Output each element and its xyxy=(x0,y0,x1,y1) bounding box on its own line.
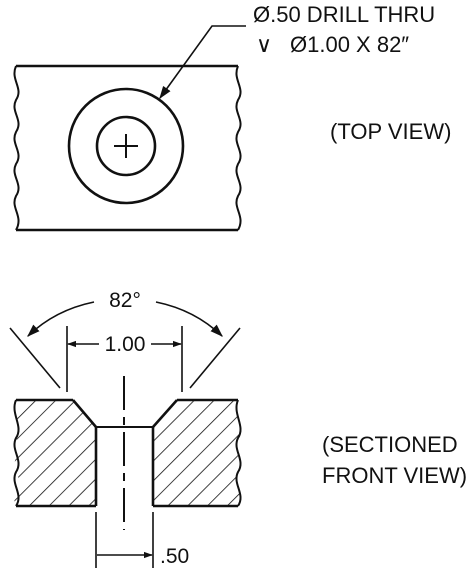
angle-extension-left xyxy=(9,327,61,389)
section-hatch-right xyxy=(153,400,241,506)
callout-line-2: Ø1.00 X 82″ xyxy=(290,32,409,57)
front-left-break-line xyxy=(13,399,20,507)
top-view-left-break-line xyxy=(13,65,20,231)
countersink-diameter-dimension: 1.00 xyxy=(66,326,183,392)
angle-extension-right xyxy=(189,327,241,389)
countersink-circle xyxy=(67,87,185,205)
top-view-right-break-line xyxy=(235,65,242,231)
hole-diameter-dimension: .50 xyxy=(95,512,189,568)
callout-leader-line xyxy=(159,25,246,100)
countersink-left-edge xyxy=(72,399,97,428)
angle-dimension: 82° xyxy=(9,289,241,389)
angle-arc-left xyxy=(27,301,95,337)
front-view xyxy=(13,376,242,530)
countersink-diameter-value: 1.00 xyxy=(105,333,146,356)
angle-arc-right xyxy=(155,301,223,337)
countersink-right-edge xyxy=(152,399,178,428)
front-view-label-line-2: FRONT VIEW) xyxy=(322,463,467,488)
top-view xyxy=(13,64,242,232)
section-hatch-left xyxy=(14,400,96,506)
angle-dimension-value: 82° xyxy=(109,289,141,312)
callout-line-1: Ø.50 DRILL THRU xyxy=(253,2,435,27)
drill-hole-circle xyxy=(95,115,157,177)
countersink-symbol-icon: ∨ xyxy=(256,32,272,57)
hole-callout: Ø.50 DRILL THRU ∨ Ø1.00 X 82″ xyxy=(159,2,435,100)
top-view-label: (TOP VIEW) xyxy=(330,119,451,144)
hole-diameter-value: .50 xyxy=(160,545,189,568)
front-view-label-line-1: (SECTIONED xyxy=(322,432,458,457)
front-right-break-line xyxy=(235,399,242,507)
